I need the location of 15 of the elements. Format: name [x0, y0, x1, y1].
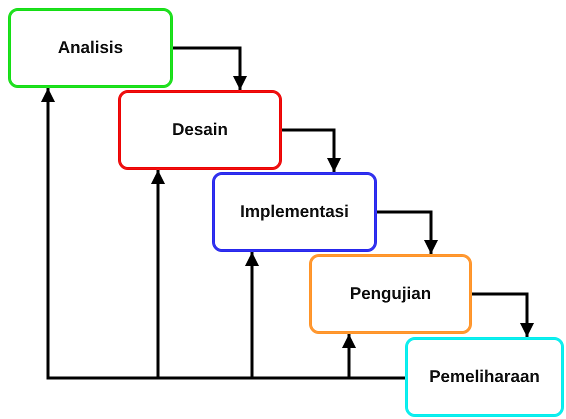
box-label: Pemeliharaan [429, 367, 540, 387]
process-box [212, 172, 377, 252]
process-box [118, 90, 282, 170]
arrow [282, 128, 341, 172]
box-label: Implementasi [240, 202, 349, 222]
process-box [8, 8, 173, 88]
arrow [173, 46, 247, 90]
arrow [472, 292, 534, 337]
box-label: Analisis [58, 38, 124, 58]
box-label: Desain [172, 120, 228, 140]
box-label: Pengujian [350, 284, 432, 304]
process-box [405, 337, 564, 417]
process-box [309, 254, 472, 334]
arrow [377, 210, 438, 254]
arrow [342, 334, 405, 380]
